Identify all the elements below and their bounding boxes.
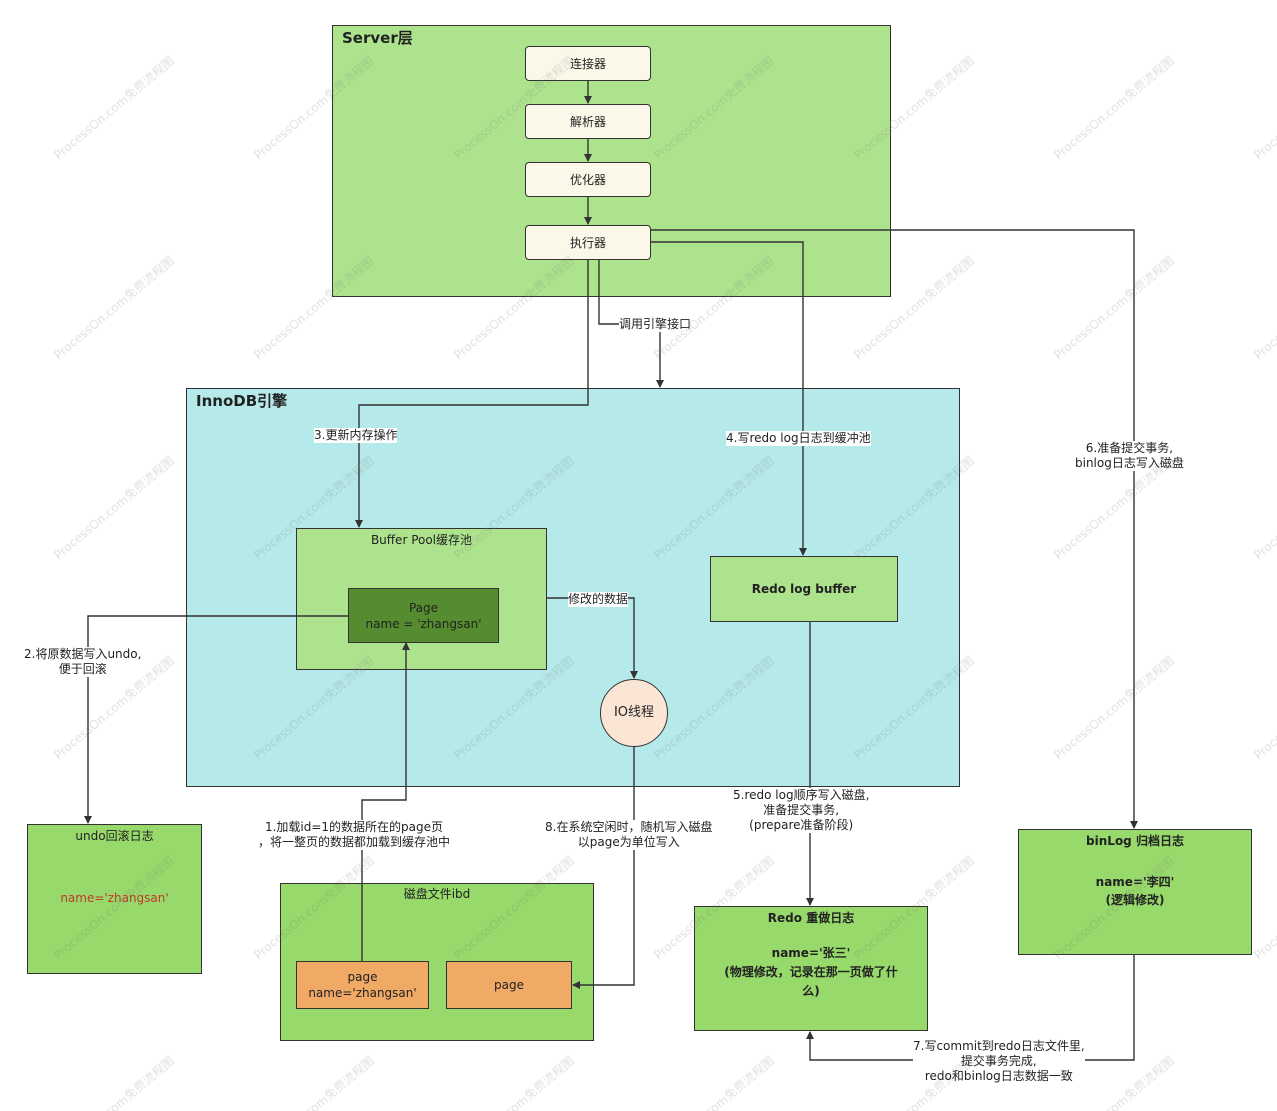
disk-page-1[interactable]: page name='zhangsan' — [296, 961, 429, 1009]
disk-page-2[interactable]: page — [446, 961, 572, 1009]
label-step1: 1.加载id=1的数据所在的page页 ，将一整页的数据都加载到缓存池中 — [258, 820, 451, 850]
label-step7-line2: 提交事务完成, — [960, 1054, 1037, 1068]
label-step2-line2: 便于回滚 — [58, 662, 107, 676]
label-step7: 7.写commit到redo日志文件里, 提交事务完成, redo和binlog… — [913, 1039, 1085, 1084]
label-step6-line1: 6.准备提交事务, — [1085, 441, 1174, 455]
label-step5-line2: 准备提交事务, — [763, 803, 840, 817]
label-step1-line2: ，将一整页的数据都加载到缓存池中 — [258, 835, 451, 849]
label-step2-line1: 2.将原数据写入undo, — [24, 647, 142, 661]
edge-step2 — [84, 615, 348, 824]
io-thread[interactable]: IO线程 — [600, 679, 668, 747]
label-step4: 4.写redo log日志到缓冲池 — [726, 431, 871, 446]
buffer-page[interactable]: Page name = 'zhangsan' — [348, 588, 499, 643]
label-step7-line1: 7.写commit到redo日志文件里, — [913, 1039, 1085, 1053]
label-step3: 3.更新内存操作 — [314, 428, 398, 443]
edge-step6 — [651, 229, 1138, 829]
parser-node[interactable]: 解析器 — [525, 104, 651, 139]
redo-log-buffer[interactable]: Redo log buffer — [710, 556, 898, 622]
label-step8-line2: 以page为单位写入 — [577, 835, 680, 849]
label-step5: 5.redo log顺序写入磁盘, 准备提交事务, (prepare准备阶段) — [733, 788, 870, 833]
edge-step1 — [361, 642, 410, 961]
label-modified-data: 修改的数据 — [568, 592, 629, 607]
redo-log-title: Redo 重做日志 — [767, 911, 855, 925]
edge-step3 — [355, 260, 589, 528]
redo-log-line1: name='张三' — [771, 946, 851, 960]
label-step8-line1: 8.在系统空闲时，随机写入磁盘 — [545, 820, 713, 834]
undo-log[interactable]: undo回滚日志 name='zhangsan' — [27, 824, 202, 974]
redo-log[interactable]: Redo 重做日志 name='张三' (物理修改，记录在那一页做了什 么) — [694, 906, 928, 1031]
undo-log-title: undo回滚日志 — [75, 829, 154, 843]
buffer-page-line1: Page — [408, 600, 439, 615]
executor-node[interactable]: 执行器 — [525, 225, 651, 260]
label-call-engine: 调用引擎接口 — [619, 317, 692, 332]
label-step5-line3: (prepare准备阶段) — [749, 818, 854, 832]
edge-modified-data — [547, 597, 638, 679]
server-layer-title: Server层 — [342, 29, 413, 47]
buffer-page-line2: name = 'zhangsan' — [365, 616, 482, 631]
label-step6-line2: binlog日志写入磁盘 — [1075, 456, 1184, 470]
binlog-line1: name='李四' — [1095, 875, 1175, 889]
disk-file-title: 磁盘文件ibd — [403, 887, 471, 901]
edge-step4 — [651, 241, 807, 556]
connector-node[interactable]: 连接器 — [525, 46, 651, 81]
label-step1-line1: 1.加载id=1的数据所在的page页 — [264, 820, 444, 834]
innodb-title: InnoDB引擎 — [196, 392, 288, 410]
optimizer-node[interactable]: 优化器 — [525, 162, 651, 197]
buffer-pool-title: Buffer Pool缓存池 — [370, 533, 473, 547]
label-step8: 8.在系统空闲时，随机写入磁盘 以page为单位写入 — [545, 820, 713, 850]
disk-page-1-line2: name='zhangsan' — [308, 986, 417, 1000]
binlog[interactable]: binLog 归档日志 name='李四' (逻辑修改) — [1018, 829, 1252, 955]
binlog-line2: (逻辑修改) — [1105, 893, 1165, 907]
label-step6: 6.准备提交事务, binlog日志写入磁盘 — [1075, 441, 1184, 471]
label-step5-line1: 5.redo log顺序写入磁盘, — [733, 788, 870, 802]
redo-log-line3: 么) — [802, 984, 820, 998]
undo-log-value: name='zhangsan' — [60, 891, 169, 905]
redo-log-line2: (物理修改，记录在那一页做了什 — [724, 965, 898, 979]
edge-step8 — [572, 747, 635, 989]
disk-page-1-line1: page — [347, 970, 378, 984]
label-step2: 2.将原数据写入undo, 便于回滚 — [24, 647, 142, 677]
binlog-title: binLog 归档日志 — [1086, 834, 1184, 848]
label-step7-line3: redo和binlog日志数据一致 — [924, 1069, 1073, 1083]
